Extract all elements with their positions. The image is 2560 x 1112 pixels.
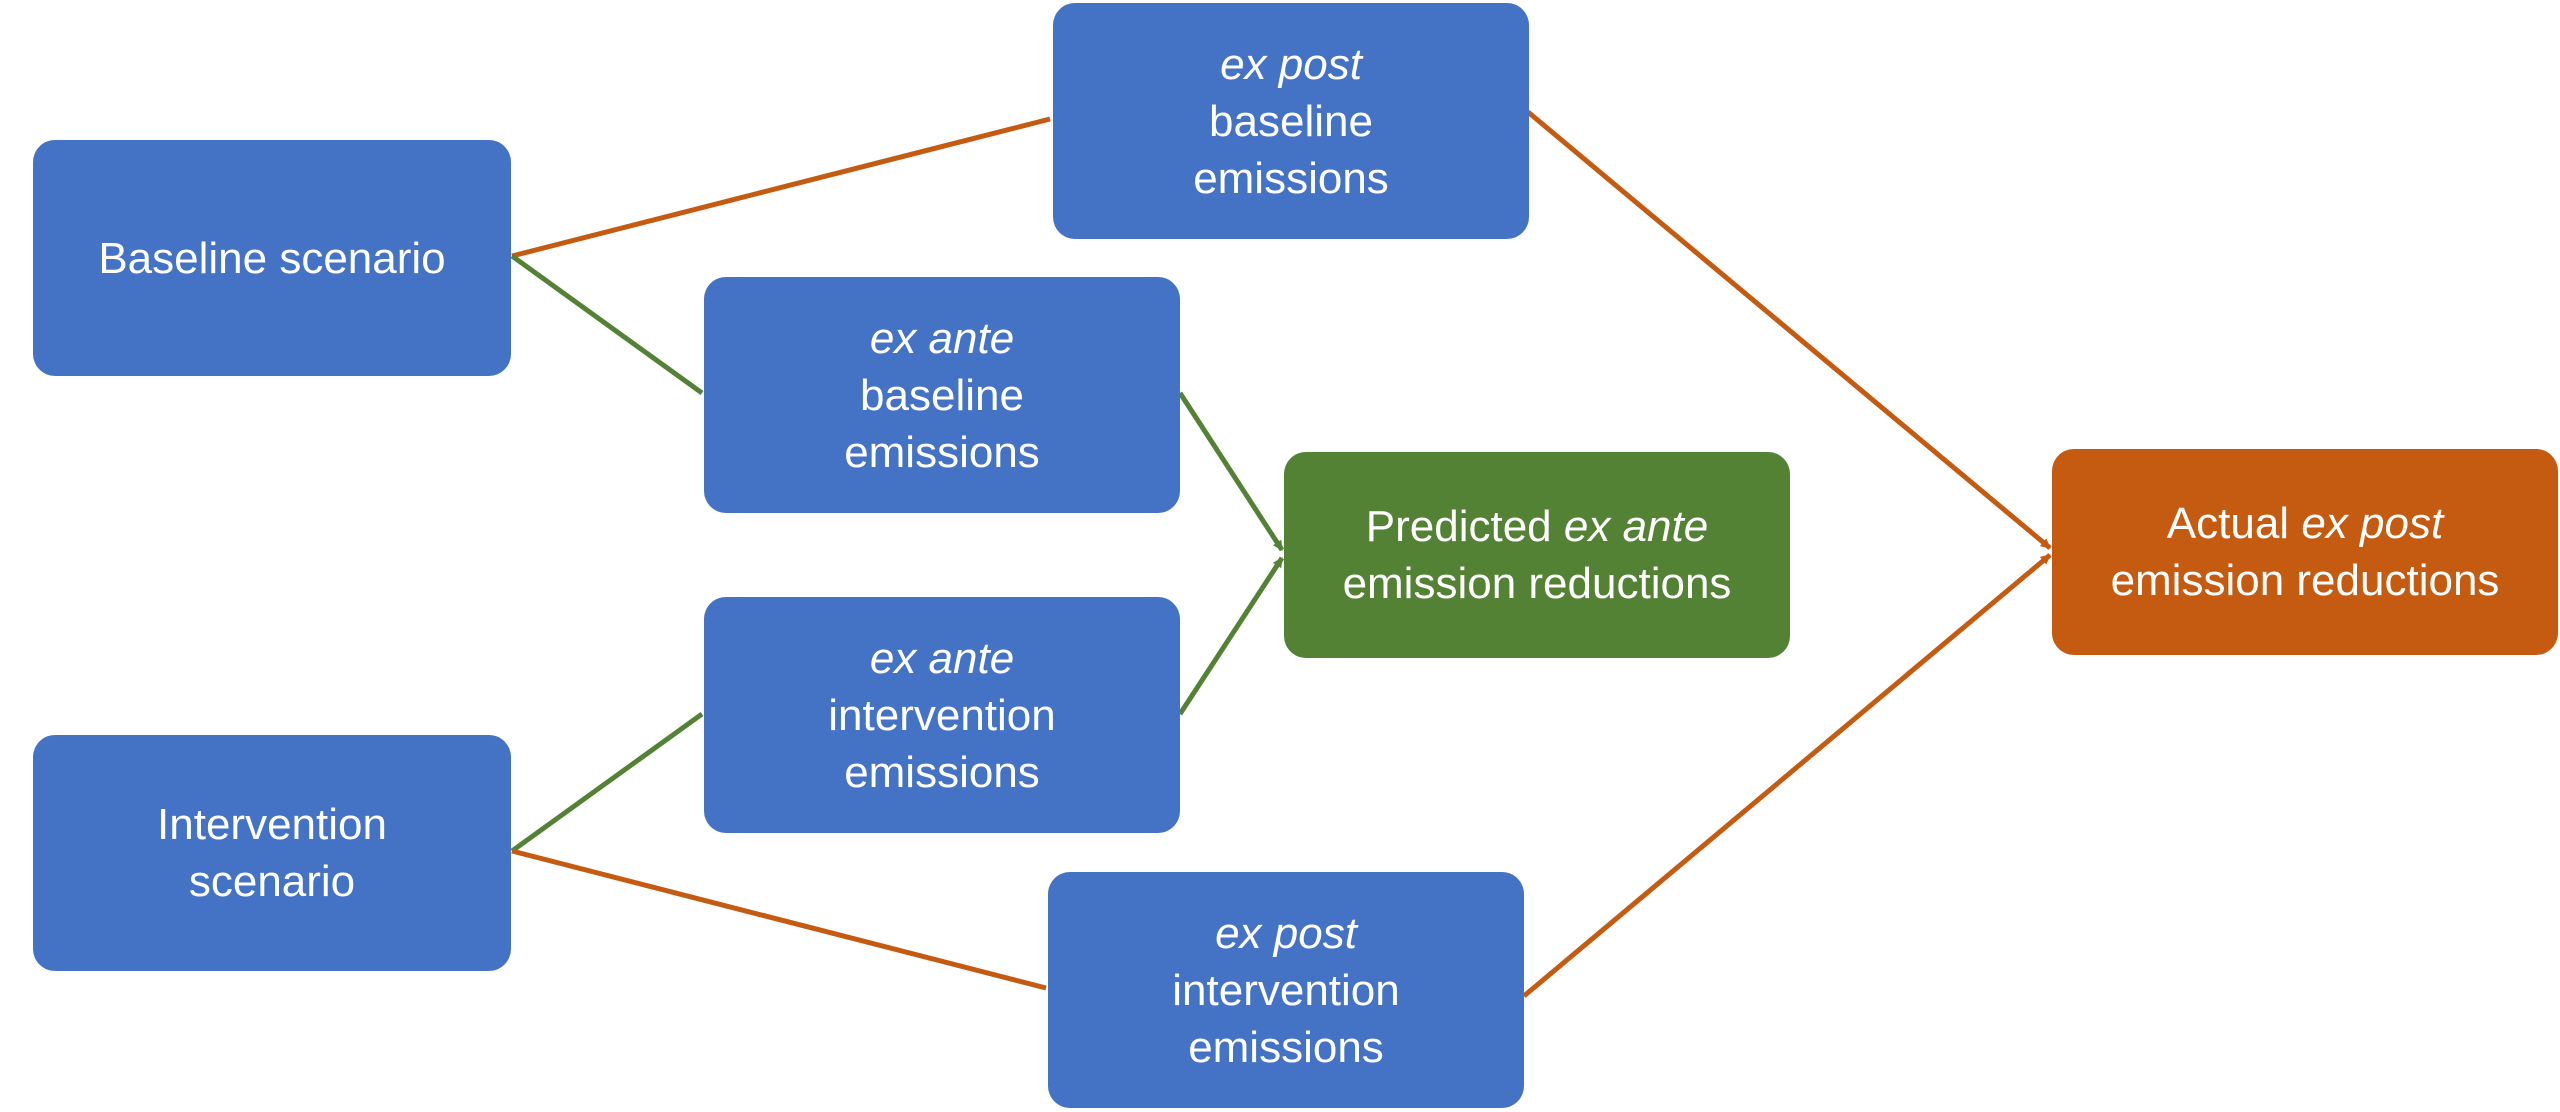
actual-prefix: Actual <box>2166 499 2290 548</box>
ex-ante-intervention-emissions-box: ex ante intervention emissions <box>704 597 1180 833</box>
ex-post-intervention-label-line3: emissions <box>1188 1022 1384 1072</box>
predicted-ex-ante-emission-reductions-box: Predicted ex ante emission reductions <box>1284 452 1790 658</box>
ex-ante-baseline-qualifier: ex ante <box>869 313 1015 363</box>
arrow-ex-ante-baseline-to-predicted <box>1177 391 1285 552</box>
ex-ante-baseline-emissions-box: ex ante baseline emissions <box>704 277 1180 513</box>
predicted-qualifier: ex ante <box>1563 502 1709 551</box>
baseline-scenario-box: Baseline scenario <box>33 140 511 376</box>
ex-post-intervention-label-line2: intervention <box>1172 965 1400 1015</box>
actual-ex-post-emission-reductions-box: Actual ex post emission reductions <box>2052 449 2558 655</box>
intervention-scenario-label-line1: Intervention <box>157 800 387 849</box>
ex-post-baseline-label-line2: baseline <box>1209 96 1373 146</box>
arrow-ex-post-intervention-to-actual <box>1522 553 2052 998</box>
edge-intervention-scenario-to-ex-post-intervention <box>511 848 1047 991</box>
predicted-label-line1: Predicted ex ante <box>1366 498 1708 555</box>
arrow-ex-post-baseline-to-actual <box>1526 110 2052 550</box>
ex-post-baseline-emissions-box: ex post baseline emissions <box>1053 3 1529 239</box>
ex-post-intervention-qualifier: ex post <box>1215 908 1357 958</box>
actual-qualifier: ex post <box>2301 499 2444 548</box>
ex-ante-intervention-label-line3: emissions <box>844 747 1040 797</box>
ex-post-baseline-qualifier: ex post <box>1220 39 1362 89</box>
baseline-scenario-label: Baseline scenario <box>98 233 446 283</box>
edge-intervention-scenario-to-ex-ante-intervention <box>510 711 704 854</box>
actual-label-line2: emission reductions <box>2110 556 2500 605</box>
ex-ante-intervention-label-line2: intervention <box>828 690 1056 740</box>
ex-ante-intervention-qualifier: ex ante <box>869 633 1015 683</box>
arrow-ex-ante-intervention-to-predicted <box>1177 556 1285 716</box>
edge-baseline-scenario-to-ex-ante-baseline <box>510 253 704 396</box>
actual-label-line1: Actual ex post <box>2167 495 2443 552</box>
edge-baseline-scenario-to-ex-post-baseline <box>511 116 1051 259</box>
intervention-scenario-box: Intervention scenario <box>33 735 511 971</box>
predicted-prefix: Predicted <box>1365 502 1552 551</box>
ex-post-intervention-emissions-box: ex post intervention emissions <box>1048 872 1524 1108</box>
intervention-scenario-label-line2: scenario <box>188 857 356 906</box>
ex-ante-baseline-label-line2: baseline <box>860 370 1024 420</box>
ex-post-baseline-label-line3: emissions <box>1193 153 1389 203</box>
predicted-label-line2: emission reductions <box>1342 559 1732 608</box>
ex-ante-baseline-label-line3: emissions <box>844 427 1040 477</box>
